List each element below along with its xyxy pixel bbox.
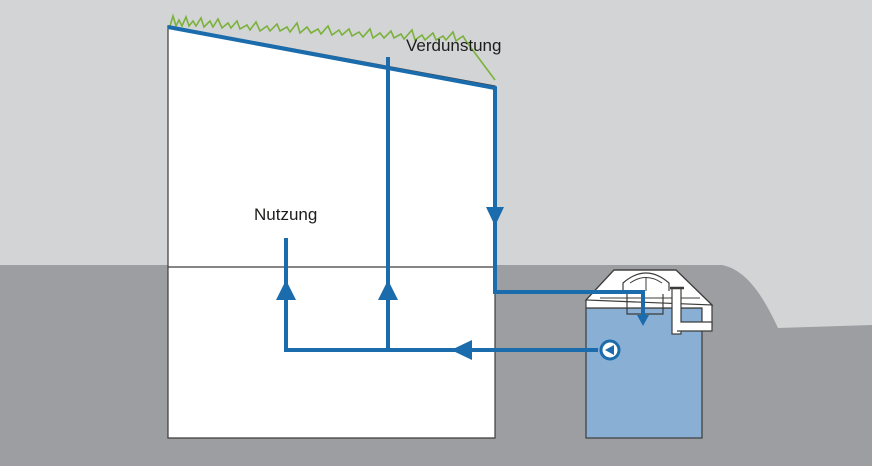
green-roof-vegetation bbox=[169, 13, 496, 81]
usage-arrow-icon bbox=[276, 280, 296, 300]
supply-arrow-icon bbox=[451, 340, 472, 360]
manhole-dome bbox=[622, 272, 670, 291]
cistern bbox=[584, 269, 714, 439]
overflow-outlet bbox=[677, 321, 713, 332]
flow-arrows bbox=[276, 207, 649, 360]
supply-pipe bbox=[284, 238, 598, 352]
usage-label: Nutzung bbox=[254, 205, 318, 224]
water-pipes bbox=[167, 25, 645, 352]
upper-arrow-icon bbox=[378, 280, 398, 300]
downflow-arrow-icon bbox=[486, 207, 504, 226]
pump bbox=[599, 339, 621, 361]
inflow-arrow-icon bbox=[637, 315, 649, 326]
evaporation-label: Verdunstung bbox=[406, 36, 502, 55]
building bbox=[167, 25, 496, 439]
